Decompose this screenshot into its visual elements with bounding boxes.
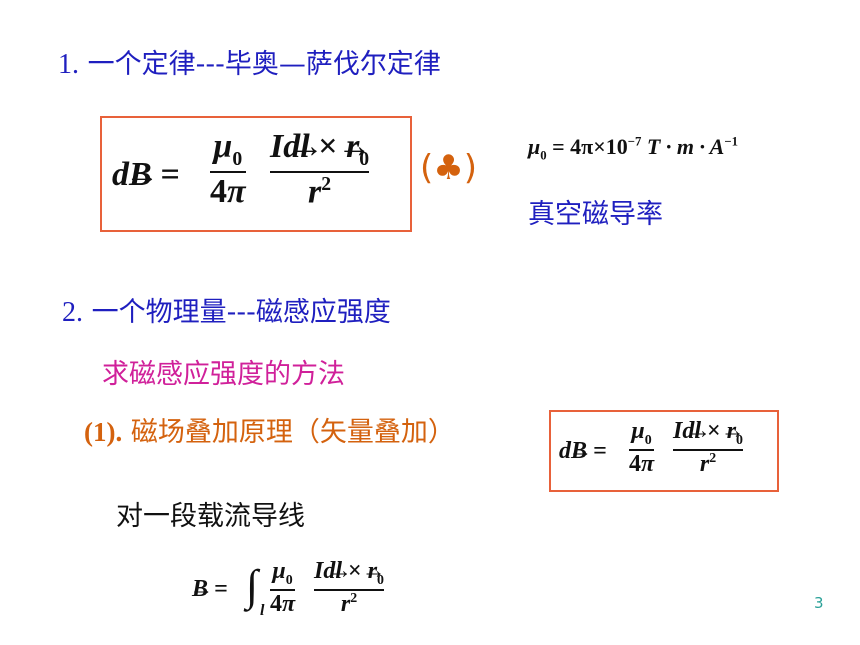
small-formula-fraction: Idl × r0 r2	[673, 418, 743, 478]
heading-magnetic-induction: 2. 一个物理量---磁感应强度	[62, 290, 391, 329]
method-title: 求磁感应强度的方法	[102, 359, 345, 390]
heading-number: 1.	[58, 49, 79, 80]
small-formula-lhs: dB =	[559, 438, 607, 465]
principle-label: (1).	[84, 417, 123, 447]
integral-sign: ∫	[246, 561, 259, 610]
formula-fraction: Idl × r0 r2	[270, 128, 370, 211]
heading-biot-savart-law: 1. 一个定律---毕奥—萨伐尔定律	[58, 42, 441, 81]
heading-text: 一个定律---毕奥—萨伐尔定律	[87, 49, 441, 80]
biot-savart-formula-box: dB = μ0 4π Idl × r0 r2	[100, 116, 412, 232]
heading2-text: 一个物理量---磁感应强度	[91, 297, 391, 328]
superposition-principle: (1). 磁场叠加原理（矢量叠加）	[84, 410, 455, 449]
integral-subscript: l	[260, 602, 265, 619]
integral-lhs: B =	[192, 576, 228, 603]
current-wire-text: 对一段载流导线	[116, 501, 305, 532]
integral-fraction: Idl × r0 r2	[314, 558, 384, 618]
principle-text: 磁场叠加原理（矢量叠加）	[130, 417, 455, 448]
permeability-formula: μ0 = 4π×10−7 T · m · A−1	[528, 134, 738, 163]
formula-coefficient: μ0 4π	[210, 128, 246, 210]
formula-lhs: dB =	[112, 156, 180, 194]
page-number: 3	[814, 594, 824, 612]
club-label: (♣)	[420, 148, 478, 188]
permeability-caption: 真空磁导率	[528, 199, 663, 230]
heading2-number: 2.	[62, 297, 83, 328]
